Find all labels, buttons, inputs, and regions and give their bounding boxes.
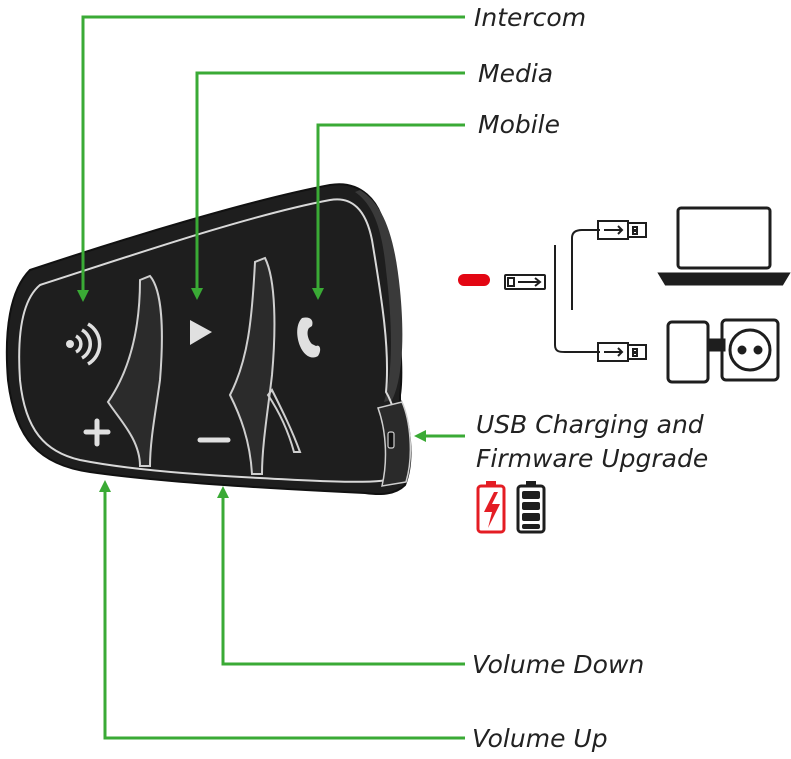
battery-charging-icon [476,481,506,534]
volume-down-leader [217,486,465,666]
usb-plug-bottom [597,342,647,362]
laptop-icon [657,206,791,286]
volume-up-button[interactable] [83,418,111,447]
usb-leader [414,430,465,442]
communication-device [5,183,412,495]
leader-lines [77,15,465,740]
plus-icon [83,418,111,447]
label-mobile: Mobile [478,110,560,139]
button-ridge-third [266,388,302,453]
play-icon [190,320,212,345]
battery-full-icon [516,481,546,534]
device-side-edge [355,190,403,402]
label-usb-line2: Firmware Upgrade [476,444,708,473]
usb-plug-top [597,220,647,240]
button-ridge-left [106,274,163,467]
led-indicator [458,274,490,286]
label-media: Media [478,59,553,88]
usb-port[interactable] [387,431,395,449]
media-leader [191,71,465,300]
usb-cable-icon [504,274,546,290]
media-button[interactable] [190,320,212,345]
label-usb-line1: USB Charging and [476,410,704,439]
label-volume-up: Volume Up [472,724,608,753]
volume-up-leader [99,480,465,740]
intercom-waves-icon [66,322,102,366]
intercom-leader [77,15,465,302]
button-ridge-right [228,256,276,475]
label-volume-down: Volume Down [472,650,644,679]
connection-illustration [458,206,791,384]
wall-charger-icon [666,320,726,384]
mobile-button[interactable] [297,317,321,358]
phone-handset-icon [297,317,321,358]
mobile-leader [312,123,465,300]
power-socket-icon [720,318,780,382]
intercom-button[interactable] [66,322,102,366]
label-intercom: Intercom [474,3,586,32]
